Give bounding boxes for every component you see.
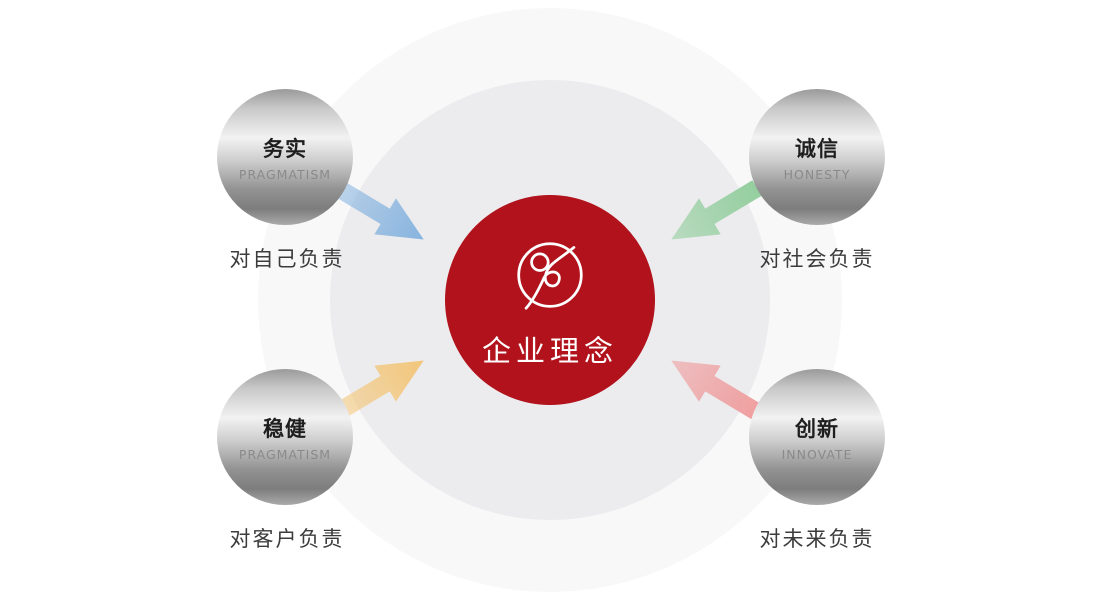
node-circle-honesty: 诚信 HONESTY [749, 89, 885, 225]
node-caption-honesty: 对社会负责 [759, 247, 875, 271]
node-title: 务实 [263, 136, 307, 161]
node-subtitle: INNOVATE [781, 446, 853, 462]
node-caption-pragmatism: 对自己负责 [229, 247, 345, 271]
center-circle: 企业理念 [445, 195, 655, 405]
node-caption-steady: 对客户负责 [229, 527, 345, 551]
node-subtitle: HONESTY [783, 166, 851, 182]
yin-yang-s-logo-icon [517, 242, 583, 310]
node-subtitle: PRAGMATISM [238, 446, 332, 462]
node-title: 稳健 [263, 416, 307, 441]
node-title: 创新 [795, 416, 839, 441]
node-circle-steady: 稳健 PRAGMATISM [217, 369, 353, 505]
node-caption-innovate: 对未来负责 [759, 527, 875, 551]
node-title: 诚信 [795, 136, 839, 161]
node-subtitle: PRAGMATISM [238, 166, 332, 182]
node-circle-innovate: 创新 INNOVATE [749, 369, 885, 505]
center-title: 企业理念 [481, 334, 618, 368]
node-circle-pragmatism: 务实 PRAGMATISM [217, 89, 353, 225]
